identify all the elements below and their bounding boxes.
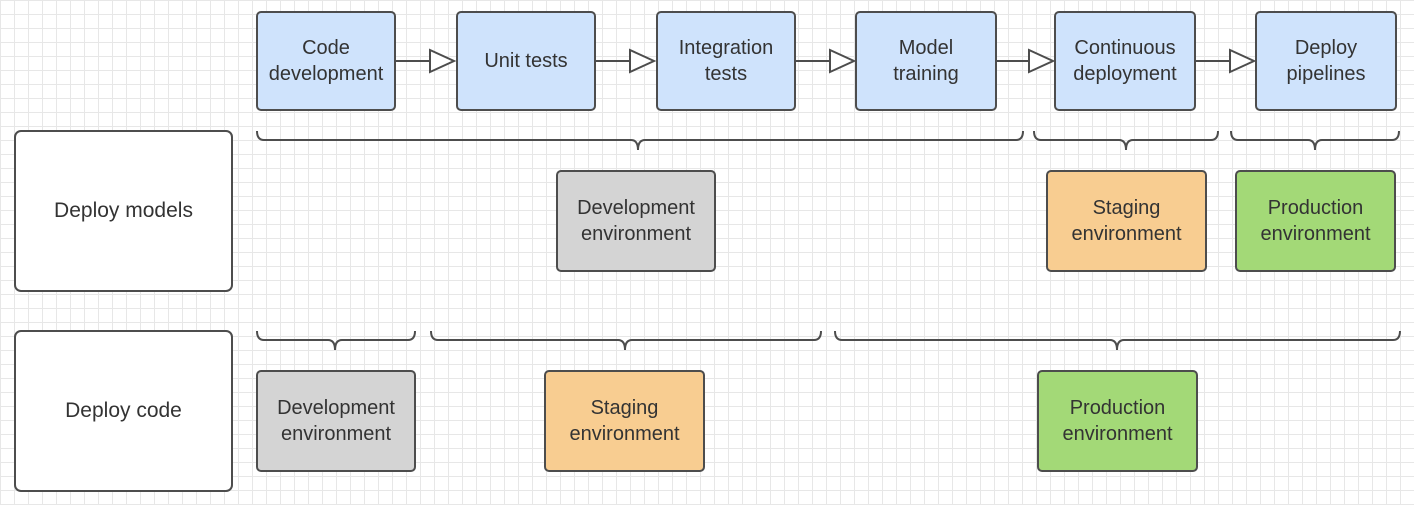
arrow-cd-to-deploy-pipelines [1196, 48, 1257, 74]
environment-label: Staging environment [569, 397, 680, 445]
step-label: Deploy pipelines [1286, 37, 1366, 85]
row-label-deploy-models: Deploy models [14, 130, 233, 292]
step-label: Continuous deployment [1073, 37, 1177, 85]
models-production-environment: Production environment [1235, 170, 1396, 272]
models-development-environment: Development environment [556, 170, 716, 272]
step-continuous-deployment: Continuous deployment [1054, 11, 1196, 111]
arrow-integration-to-training [796, 48, 857, 74]
row-label-text: Deploy models [54, 199, 193, 222]
code-production-environment: Production environment [1037, 370, 1198, 472]
arrow-code-to-unit [396, 48, 457, 74]
environment-label: Development environment [277, 397, 395, 445]
row-label-text: Deploy code [65, 399, 182, 422]
environment-label: Staging environment [1071, 197, 1182, 245]
environment-label: Production environment [1260, 197, 1371, 245]
arrow-unit-to-integration [596, 48, 657, 74]
code-staging-environment: Staging environment [544, 370, 705, 472]
brace-models-staging [1033, 130, 1219, 151]
step-unit-tests: Unit tests [456, 11, 596, 111]
code-development-environment: Development environment [256, 370, 416, 472]
brace-code-staging [430, 330, 822, 351]
step-label: Unit tests [484, 50, 568, 72]
step-label: Integration tests [678, 37, 774, 85]
environment-label: Development environment [577, 197, 695, 245]
step-label: Model training [893, 37, 959, 85]
brace-code-development [256, 330, 416, 351]
brace-models-production [1230, 130, 1400, 151]
arrow-training-to-cd [997, 48, 1056, 74]
step-label: Code development [268, 37, 384, 85]
brace-models-development [256, 130, 1024, 151]
environment-label: Production environment [1062, 397, 1173, 445]
step-model-training: Model training [855, 11, 997, 111]
step-code-development: Code development [256, 11, 396, 111]
step-integration-tests: Integration tests [656, 11, 796, 111]
brace-code-production [834, 330, 1401, 351]
models-staging-environment: Staging environment [1046, 170, 1207, 272]
row-label-deploy-code: Deploy code [14, 330, 233, 492]
step-deploy-pipelines: Deploy pipelines [1255, 11, 1397, 111]
